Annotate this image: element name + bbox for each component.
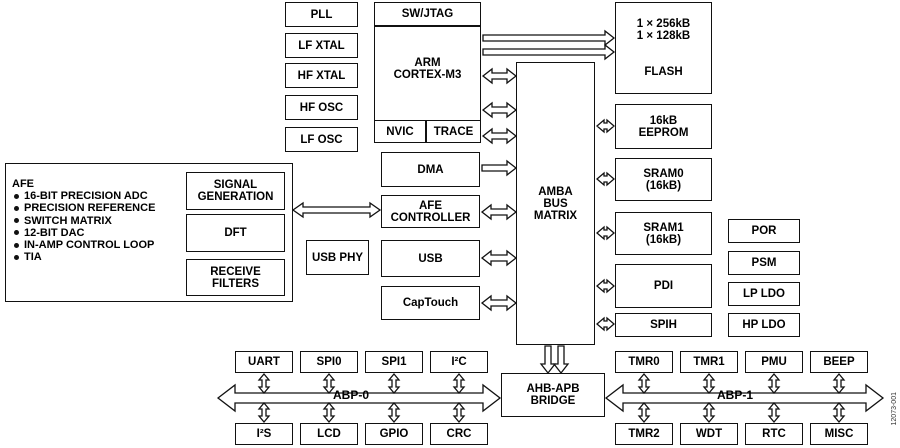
dma-block: DMA [381,152,480,187]
spih-block: SPIH [615,313,712,337]
apb1-peripheral-arrow [702,401,716,424]
apb1-peripheral-arrow [637,372,651,395]
apb1-peripheral-arrow [767,372,781,395]
hf-xtal-block: HF XTAL [285,63,358,88]
usb-phy-block: USB PHY [306,240,369,275]
sw-jtag-block: SW/JTAG [374,2,481,26]
apb1-label: ABP-1 [717,388,754,402]
core-flash-arrow [482,29,616,47]
wdt-block: WDT [680,423,738,445]
psm-block: PSM [728,251,800,275]
amba-bus-matrix: AMBA BUS MATRIX [516,62,595,345]
apb1-peripheral-arrow [767,401,781,424]
matrix-spih-arrow [596,316,615,332]
tmr1-block: TMR1 [680,351,738,373]
afe-title: AFE [12,178,34,190]
arm-core-label: ARM CORTEX-M3 [393,57,462,81]
apb0-peripheral-arrow [452,401,466,424]
lf-osc-block: LF OSC [285,127,358,152]
apb0-label: ABP-0 [333,388,370,402]
spi0-block: SPI0 [300,351,358,373]
nvic-block: NVIC [374,120,426,143]
afe-bus-arrow [291,201,382,219]
apb0-peripheral-arrow [387,372,401,395]
lp-ldo-block: LP LDO [728,282,800,306]
ahb-apb-bridge: AHB-APB BRIDGE [501,373,605,417]
matrix-bridge-arrow [539,345,557,375]
captouch-matrix-arrow [480,294,518,312]
apb1-bus [604,383,885,413]
flash-block: 1 × 256kB 1 × 128kB FLASH [615,2,712,94]
por-block: POR [728,219,800,243]
apb1-peripheral-arrow [832,372,846,395]
matrix-sram1-arrow [596,225,615,241]
core-matrix-arrow [481,101,518,119]
afe-feature: 16-BIT PRECISION ADC [12,190,184,202]
misc-block: MISC [810,423,868,445]
eeprom-block: 16kB EEPROM [615,104,712,149]
lf-xtal-block: LF XTAL [285,33,358,58]
apb1-peripheral-arrow [832,401,846,424]
apb0-peripheral-arrow [322,372,336,395]
usb-matrix-arrow [480,249,518,267]
apb0-peripheral-arrow [257,401,271,424]
apb1-peripheral-arrow [702,372,716,395]
hp-ldo-block: HP LDO [728,313,800,337]
gpio-block: GPIO [365,423,423,445]
matrix-sram0-arrow [596,171,615,187]
signal-generation-block: SIGNAL GENERATION [186,172,285,210]
pdi-block: PDI [615,264,712,308]
i2s-block: I²S [235,423,293,445]
receive-filters-block: RECEIVE FILTERS [186,259,285,296]
apb0-bus [216,383,502,413]
afe-feature: IN-AMP CONTROL LOOP [12,239,184,251]
matrix-pdi-arrow [596,278,615,294]
afe-ctrl-matrix-arrow [480,203,518,221]
apb0-peripheral-arrow [452,372,466,395]
beep-block: BEEP [810,351,868,373]
trace-block: TRACE [426,120,481,143]
pmu-block: PMU [745,351,803,373]
apb1-peripheral-arrow [637,401,651,424]
dft-block: DFT [186,214,285,252]
afe-feature: PRECISION REFERENCE [12,202,184,214]
rtc-block: RTC [745,423,803,445]
uart-block: UART [235,351,293,373]
afe-feature: TIA [12,251,184,263]
apb0-peripheral-arrow [257,372,271,395]
captouch-block: CapTouch [381,286,480,320]
hf-osc-block: HF OSC [285,95,358,120]
i2c-block: I²C [430,351,488,373]
figure-id: 12073-001 [891,392,898,426]
apb0-peripheral-arrow [322,401,336,424]
matrix-bridge-arrow [552,345,570,375]
core-matrix-arrow [481,67,518,85]
lcd-block: LCD [300,423,358,445]
afe-controller-block: AFE CONTROLLER [381,195,480,228]
sram0-block: SRAM0 (16kB) [615,158,712,201]
apb0-peripheral-arrow [387,401,401,424]
core-matrix-arrow [481,127,518,145]
pll-block: PLL [285,2,358,27]
tmr0-block: TMR0 [615,351,673,373]
usb-block: USB [381,240,480,277]
afe-feature-list: AFE 16-BIT PRECISION ADC PRECISION REFER… [12,178,184,263]
dma-matrix-arrow [481,159,518,177]
tmr2-block: TMR2 [615,423,673,445]
afe-feature: 12-BIT DAC [12,227,184,239]
core-flash-arrow [482,43,616,61]
sram1-block: SRAM1 (16kB) [615,212,712,255]
matrix-eeprom-arrow [596,118,615,134]
spi1-block: SPI1 [365,351,423,373]
afe-feature: SWITCH MATRIX [12,215,184,227]
crc-block: CRC [430,423,488,445]
